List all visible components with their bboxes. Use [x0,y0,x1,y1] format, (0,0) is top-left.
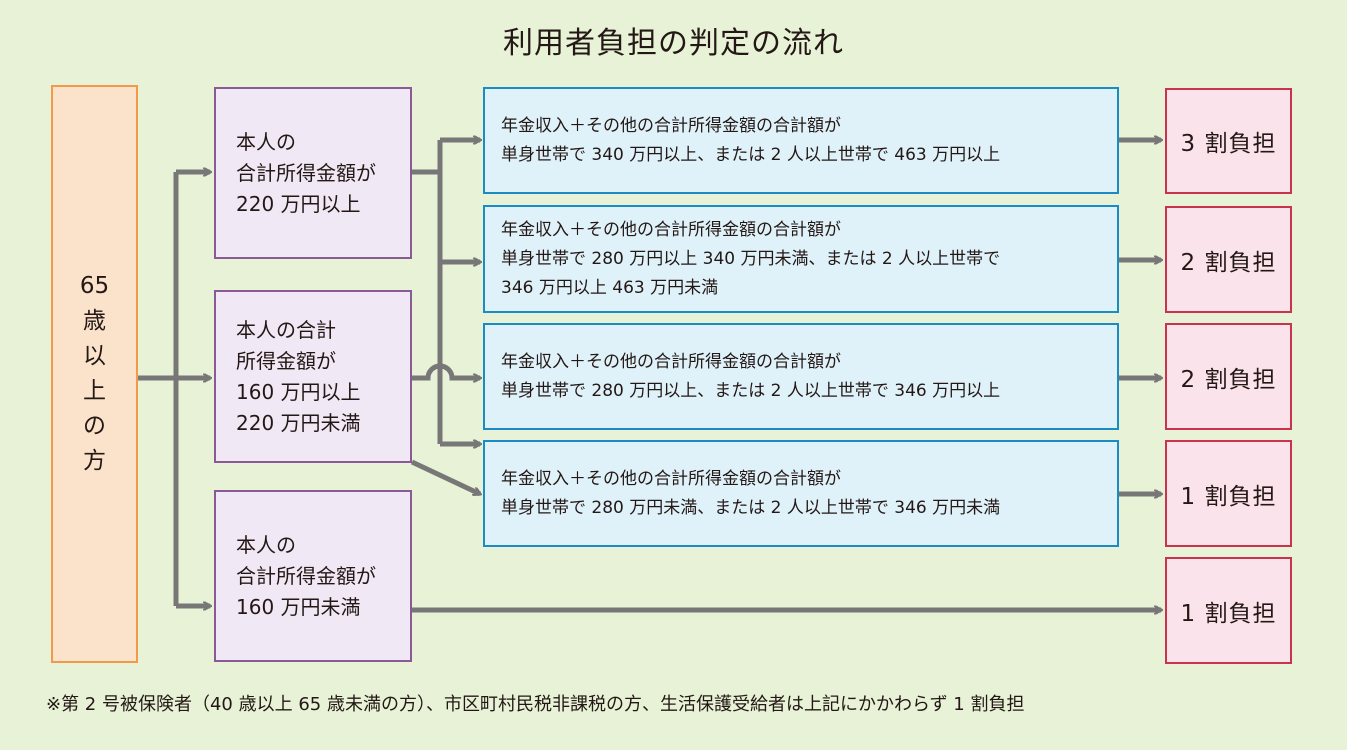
criteria-box: 年金収入＋その他の合計所得金額の合計額が 単身世帯で 340 万円以上、または … [483,87,1119,194]
age-group-box: 65 歳 以 上 の 方 [51,85,138,663]
result-label: 2 割負担 [1180,249,1277,276]
criteria-label: 年金収入＋その他の合計所得金額の合計額が 単身世帯で 280 万円未満、または … [501,468,1001,518]
condition-box: 本人の 合計所得金額が 160 万円未満 [214,490,412,662]
condition-label: 本人の 合計所得金額が 160 万円未満 [236,532,376,619]
criteria-label: 年金収入＋その他の合計所得金額の合計額が 単身世帯で 280 万円以上 340 … [501,219,1001,298]
result-box: 2 割負担 [1165,323,1292,430]
criteria-box: 年金収入＋その他の合計所得金額の合計額が 単身世帯で 280 万円以上 340 … [483,205,1119,313]
criteria-box: 年金収入＋その他の合計所得金額の合計額が 単身世帯で 280 万円未満、または … [483,440,1119,547]
arrow-to-criteria-3 [412,363,480,378]
age-group-label: 65 歳 以 上 の 方 [79,273,110,474]
result-box: 2 割負担 [1165,206,1292,313]
result-box: 1 割負担 [1165,557,1292,664]
result-label: 1 割負担 [1180,600,1277,627]
criteria-box: 年金収入＋その他の合計所得金額の合計額が 単身世帯で 280 万円以上、または … [483,323,1119,430]
result-label: 2 割負担 [1180,366,1277,393]
result-box: 1 割負担 [1165,440,1292,547]
condition-label: 本人の 合計所得金額が 220 万円以上 [236,129,376,216]
footnote: ※第 2 号被保険者（40 歳以上 65 歳未満の方）、市区町村民税非課税の方、… [46,694,1025,715]
arrow-to-criteria-4b [410,459,480,497]
condition-label: 本人の合計 所得金額が 160 万円以上 220 万円未満 [236,317,361,435]
diagram-title: 利用者負担の判定の流れ [503,26,844,61]
criteria-label: 年金収入＋その他の合計所得金額の合計額が 単身世帯で 340 万円以上、または … [501,115,1001,165]
result-label: 3 割負担 [1180,131,1277,157]
criteria-label: 年金収入＋その他の合計所得金額の合計額が 単身世帯で 280 万円以上、または … [501,351,1001,401]
condition-box: 本人の合計 所得金額が 160 万円以上 220 万円未満 [214,290,412,463]
result-label: 1 割負担 [1180,483,1277,510]
result-box: 3 割負担 [1165,88,1292,194]
condition-box: 本人の 合計所得金額が 220 万円以上 [214,87,412,259]
